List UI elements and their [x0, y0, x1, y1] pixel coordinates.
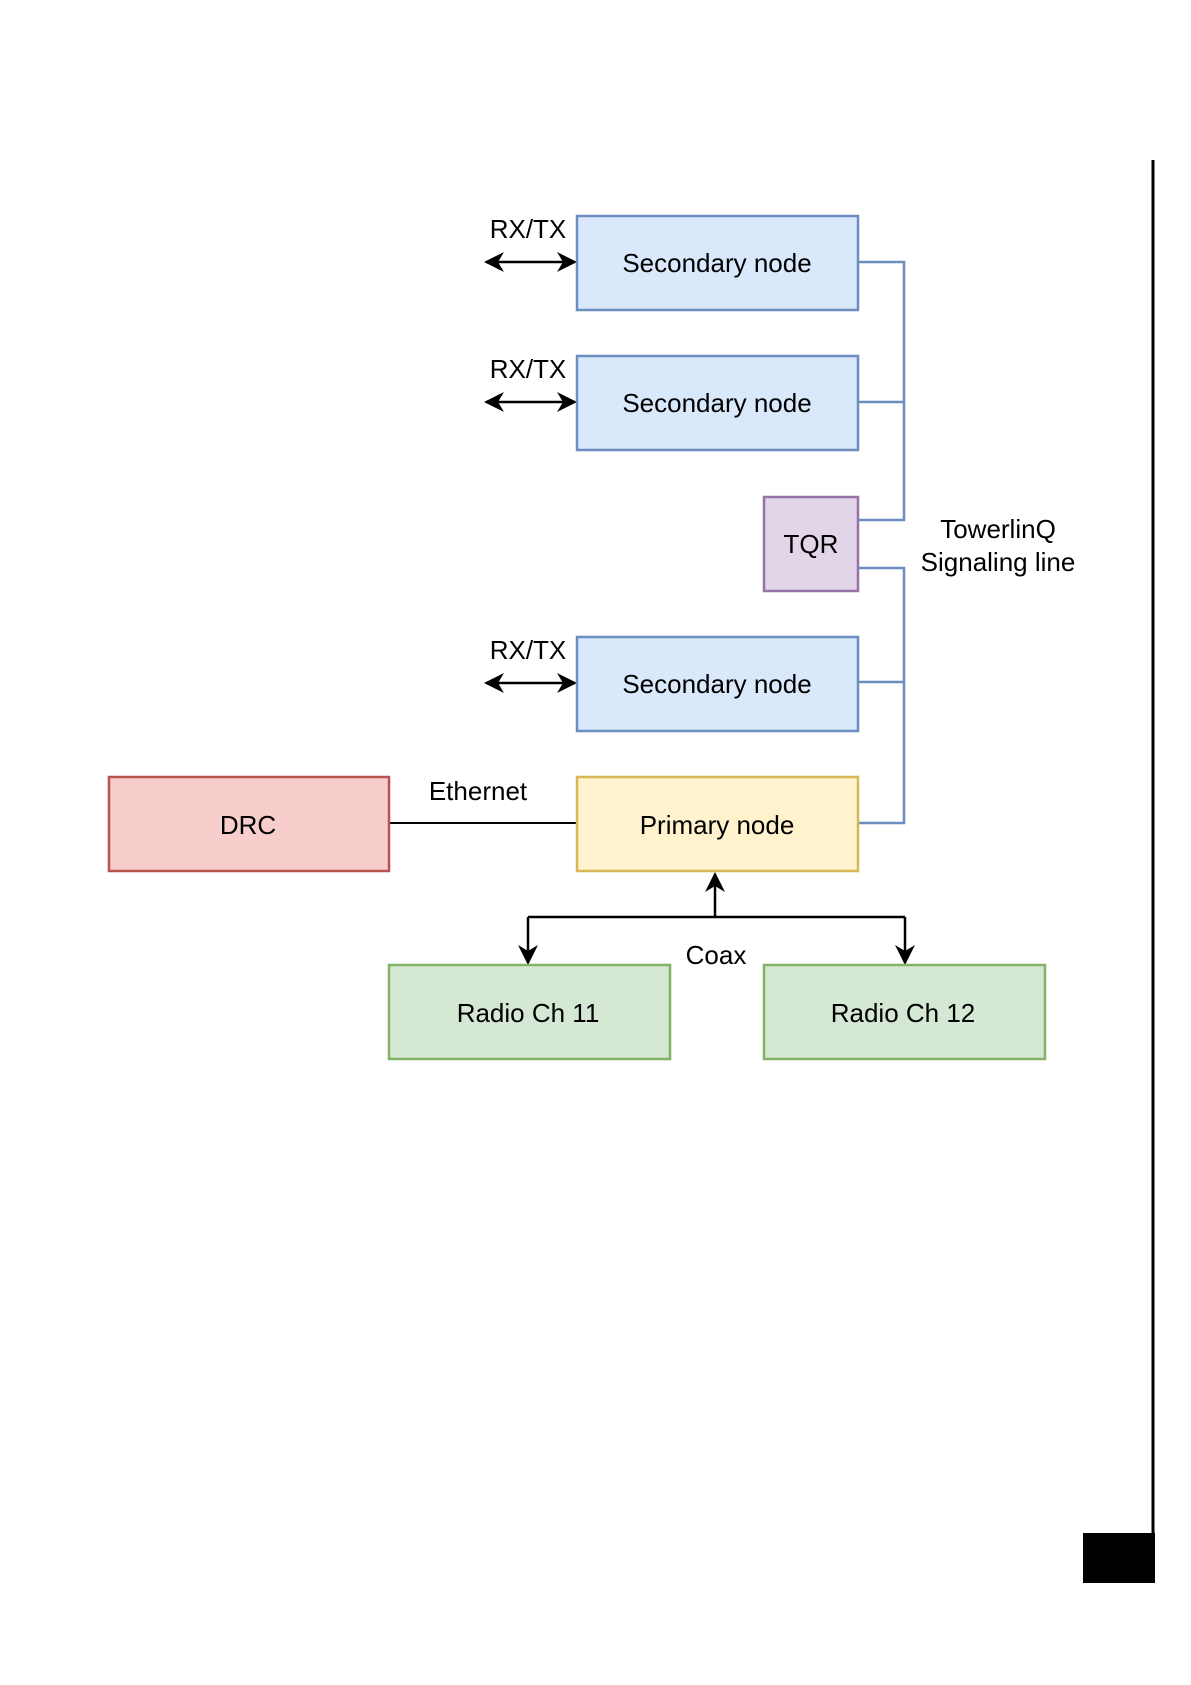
secondary-node-3: Secondary node [577, 637, 858, 731]
signaling-label-line-2: Signaling line [921, 547, 1076, 577]
secondary-node-2-label: Secondary node [622, 388, 811, 418]
secondary-node-3-label: Secondary node [622, 669, 811, 699]
signaling-line [858, 262, 904, 823]
secondary-node-1-label: Secondary node [622, 248, 811, 278]
drc-node-label: DRC [220, 810, 276, 840]
primary-node-label: Primary node [640, 810, 795, 840]
rxtx-label-3: RX/TX [490, 635, 567, 665]
secondary-node-2: Secondary node [577, 356, 858, 450]
radio-ch-11-label: Radio Ch 11 [457, 998, 600, 1028]
page-corner-block [1083, 1533, 1155, 1583]
radio-ch-12-node: Radio Ch 12 [764, 965, 1045, 1059]
rxtx-label-1: RX/TX [490, 214, 567, 244]
tqr-node: TQR [764, 497, 858, 591]
ethernet-label: Ethernet [429, 776, 528, 806]
drc-node: DRC [109, 777, 389, 871]
tqr-node-label: TQR [784, 529, 839, 559]
primary-node: Primary node [577, 777, 858, 871]
secondary-node-1: Secondary node [577, 216, 858, 310]
radio-ch-11-node: Radio Ch 11 [389, 965, 670, 1059]
signaling-label-line-1: TowerlinQ [940, 514, 1056, 544]
rxtx-label-2: RX/TX [490, 354, 567, 384]
coax-label: Coax [686, 940, 747, 970]
radio-ch-12-label: Radio Ch 12 [831, 998, 976, 1028]
rxtx-arrows [486, 262, 575, 683]
